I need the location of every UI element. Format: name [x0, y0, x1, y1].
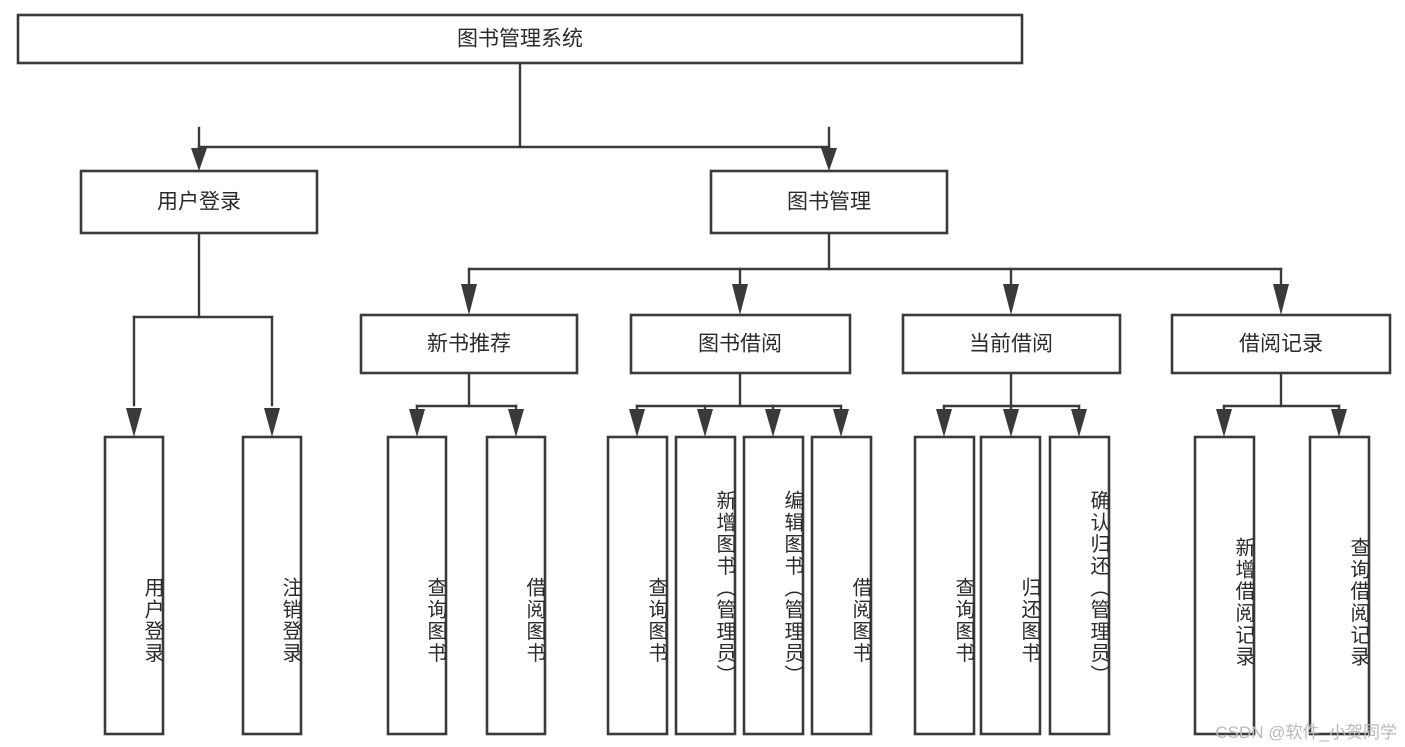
arrow-head-book-borrow [732, 284, 748, 315]
node-book-manage[interactable]: 图书管理 [709, 169, 949, 235]
arrow-head-leaf-add-record [1216, 409, 1232, 437]
node-leaf-borrow-book-a-rect[interactable] [485, 435, 547, 736]
arrow-head-new-book-rec [461, 284, 477, 315]
arrow-head-leaf-borrow-book-b [833, 409, 849, 437]
node-current-borrow[interactable]: 当前借阅 [901, 313, 1122, 375]
node-leaf-user-login-rect[interactable] [103, 435, 165, 736]
node-layer-leaves: 用户登录 注销登录 查询图书 借阅图书 [103, 435, 1371, 736]
node-leaf-logout-label: 注销登录 [279, 576, 301, 665]
node-leaf-confirm-return-label: 确认归还（管理员） [1087, 490, 1109, 687]
node-leaf-query-record-label: 查询借阅记录 [1347, 537, 1369, 668]
node-book-manage-label: 图书管理 [787, 191, 871, 214]
arrow-head-user-login [191, 148, 207, 171]
node-leaf-confirm-return[interactable]: 确认归还（管理员） [1048, 435, 1111, 736]
node-leaf-add-record[interactable]: 新增借阅记录 [1193, 435, 1256, 736]
node-user-login[interactable]: 用户登录 [79, 169, 319, 235]
node-leaf-query-book-a-rect[interactable] [386, 435, 448, 736]
node-leaf-query-book-c-rect[interactable] [913, 435, 976, 736]
connector-layer [126, 61, 1347, 437]
node-layer-horizontal: 图书管理系统 用户登录 图书管理 新书推荐 图书借阅 当前借阅 [16, 13, 1392, 375]
node-leaf-query-book-b-label: 查询图书 [645, 576, 667, 665]
node-leaf-query-book-c-label: 查询图书 [952, 576, 974, 665]
arrow-head-leaf-add-book [697, 409, 713, 437]
csdn-watermark: CSDN @软件_小贺同学 [1215, 723, 1397, 742]
arrow-head-leaf-edit-book [765, 409, 781, 437]
node-leaf-borrow-book-a-label: 借阅图书 [523, 576, 545, 665]
node-leaf-add-record-label: 新增借阅记录 [1232, 537, 1254, 668]
node-user-login-rect[interactable] [79, 169, 319, 235]
node-current-borrow-rect[interactable] [901, 313, 1122, 375]
node-leaf-return-book-rect[interactable] [979, 435, 1042, 736]
node-leaf-query-book-c[interactable]: 查询图书 [913, 435, 976, 736]
node-leaf-edit-book-rect[interactable] [742, 435, 805, 736]
node-user-login-label: 用户登录 [157, 191, 241, 214]
node-new-book-rec-rect[interactable] [359, 313, 579, 375]
node-leaf-logout[interactable]: 注销登录 [241, 435, 303, 736]
node-root-label: 图书管理系统 [457, 28, 583, 51]
arrow-head-current-borrow [1003, 284, 1019, 315]
node-leaf-add-book-label: 新增图书（管理员） [713, 490, 735, 687]
arrow-head-leaf-query-book-c [936, 409, 952, 437]
node-borrow-record-rect[interactable] [1170, 313, 1392, 375]
node-leaf-add-record-rect[interactable] [1193, 435, 1256, 736]
node-leaf-return-book[interactable]: 归还图书 [979, 435, 1042, 736]
node-borrow-record[interactable]: 借阅记录 [1170, 313, 1392, 375]
node-leaf-user-login[interactable]: 用户登录 [103, 435, 165, 736]
node-new-book-rec[interactable]: 新书推荐 [359, 313, 579, 375]
node-root[interactable]: 图书管理系统 [16, 13, 1024, 65]
node-leaf-return-book-label: 归还图书 [1018, 576, 1040, 665]
node-borrow-record-label: 借阅记录 [1239, 333, 1323, 356]
node-leaf-query-book-a[interactable]: 查询图书 [386, 435, 448, 736]
arrow-head-leaf-return-book [1003, 409, 1019, 437]
node-current-borrow-label: 当前借阅 [969, 333, 1053, 356]
arrow-head-leaf-query-book-b [629, 409, 645, 437]
node-leaf-borrow-book-b-rect[interactable] [810, 435, 873, 736]
node-leaf-query-record[interactable]: 查询借阅记录 [1308, 435, 1371, 736]
node-book-borrow[interactable]: 图书借阅 [629, 313, 852, 375]
node-leaf-query-book-a-label: 查询图书 [424, 576, 446, 665]
node-leaf-edit-book-label: 编辑图书（管理员） [781, 490, 803, 687]
node-leaf-add-book[interactable]: 新增图书（管理员） [674, 435, 737, 736]
node-book-borrow-label: 图书借阅 [698, 333, 782, 356]
node-root-rect[interactable] [16, 13, 1024, 65]
arrow-head-borrow-record [1273, 284, 1289, 315]
arrow-head-leaf-user-login [126, 408, 142, 437]
arrow-head-leaf-confirm-return [1071, 409, 1087, 437]
node-leaf-query-record-rect[interactable] [1308, 435, 1371, 736]
arrow-head-book-manage [821, 148, 837, 171]
node-new-book-rec-label: 新书推荐 [427, 333, 511, 356]
node-leaf-confirm-return-rect[interactable] [1048, 435, 1111, 736]
arrow-head-leaf-query-record [1331, 409, 1347, 437]
node-leaf-query-book-b-rect[interactable] [606, 435, 669, 736]
node-leaf-borrow-book-b[interactable]: 借阅图书 [810, 435, 873, 736]
arrow-head-leaf-logout [264, 408, 280, 437]
node-leaf-edit-book[interactable]: 编辑图书（管理员） [742, 435, 805, 736]
node-leaf-logout-rect[interactable] [241, 435, 303, 736]
arrow-head-leaf-query-book-a [409, 409, 425, 437]
node-book-borrow-rect[interactable] [629, 313, 852, 375]
node-leaf-add-book-rect[interactable] [674, 435, 737, 736]
node-leaf-borrow-book-b-label: 借阅图书 [849, 576, 871, 665]
arrow-head-leaf-borrow-book-a [508, 409, 524, 437]
node-leaf-query-book-b[interactable]: 查询图书 [606, 435, 669, 736]
node-leaf-user-login-label: 用户登录 [141, 576, 163, 665]
node-book-manage-rect[interactable] [709, 169, 949, 235]
node-leaf-borrow-book-a[interactable]: 借阅图书 [485, 435, 547, 736]
